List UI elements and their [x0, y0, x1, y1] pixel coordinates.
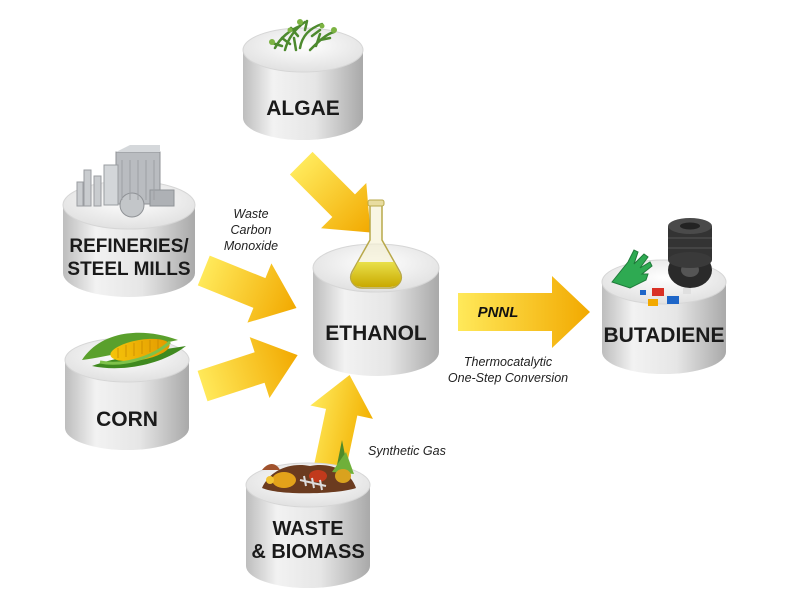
label-algae: ALGAE [266, 97, 340, 120]
label-butadiene: BUTADIENE [604, 324, 725, 347]
label-corn: CORN [96, 408, 158, 431]
arrow-algae-to-ethanol [289, 151, 371, 233]
annotation-synthetic-gas: Synthetic Gas [368, 444, 446, 458]
label-waste-line2: & BIOMASS [251, 541, 364, 563]
label-waste-line1: WASTE [272, 518, 343, 540]
annotation-conversion-line2: One-Step Conversion [448, 371, 568, 385]
label-refineries-line2: STEEL MILLS [67, 259, 190, 280]
tire-icon [668, 218, 712, 288]
annotation-pnnl: PNNL [478, 304, 519, 321]
annotation-conversion-line1: Thermocatalytic [464, 355, 553, 369]
corn-icon [82, 332, 186, 369]
platform-algae [242, 27, 364, 140]
arrow-corn-to-ethanol [197, 337, 298, 402]
blocks-icon [640, 288, 691, 306]
label-ethanol: ETHANOL [325, 322, 427, 345]
annotation-waste-co-line3: Monoxide [224, 239, 278, 253]
seaweed-icon [270, 19, 336, 52]
annotation-waste-co-line1: Waste [233, 207, 268, 221]
arrow-refineries-to-ethanol [197, 255, 297, 323]
glove-icon [611, 249, 653, 289]
label-refineries-line1: REFINERIES/ [69, 236, 189, 257]
annotation-waste-co-line2: Carbon [231, 223, 272, 237]
compost-icon [262, 440, 356, 494]
seaweed-leaf-accent [269, 19, 337, 45]
arrow-ethanol-to-butadiene [458, 276, 590, 348]
flask-icon [350, 199, 402, 289]
factory-icon [76, 145, 175, 218]
arrow-waste-to-ethanol [310, 375, 373, 475]
